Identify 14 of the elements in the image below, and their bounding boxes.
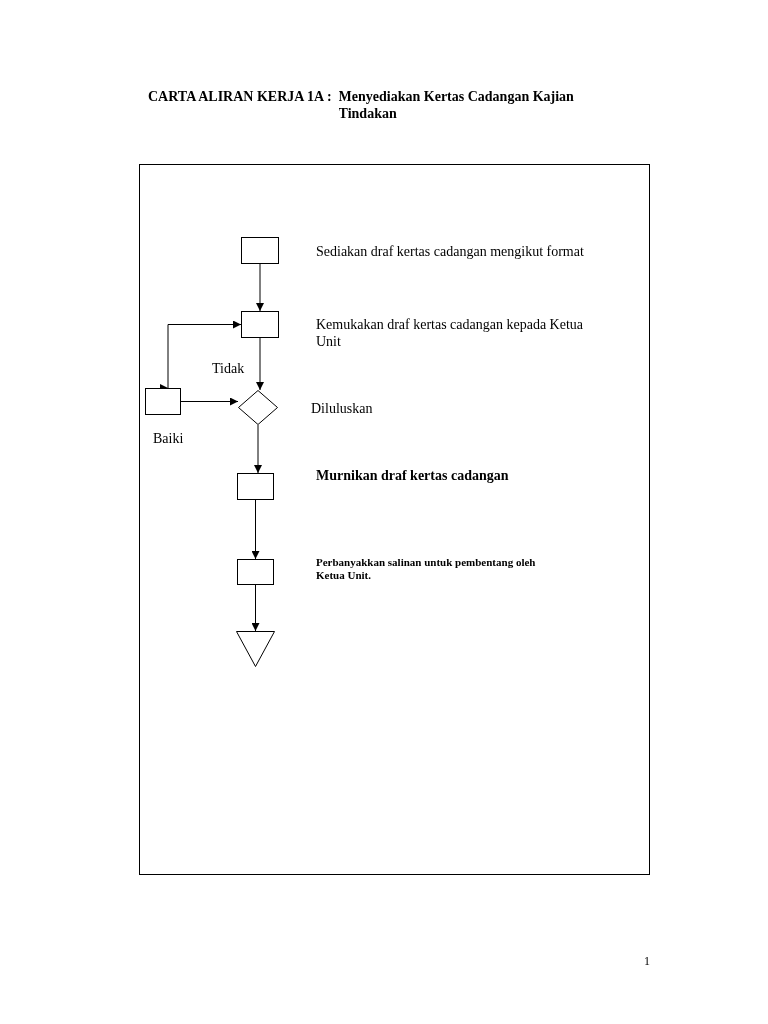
step-text: Sediakan draf kertas cadangan mengikut format: [316, 243, 584, 260]
title: CARTA ALIRAN KERJA 1A : Menyediakan Kertas Cadangan Kajian Tindakan: [147, 88, 575, 122]
step-text: Perbanyakkan salinan untuk pembentang oleh Ketua Unit.: [316, 556, 537, 582]
arrow: [251, 584, 260, 632]
arrow: [254, 424, 262, 474]
step-text: Diluluskan: [311, 400, 373, 417]
arrow: [256, 263, 264, 312]
arrow: [180, 397, 239, 406]
page-number: 1: [644, 953, 650, 970]
arrow: [256, 337, 264, 391]
step-text: Murnikan draf kertas cadangan: [316, 467, 509, 484]
step-text: Kemukakan draf kertas cadangan kepada Ketua Unit: [316, 316, 585, 350]
arrow: [251, 499, 260, 560]
step-text: Baiki: [153, 430, 184, 447]
